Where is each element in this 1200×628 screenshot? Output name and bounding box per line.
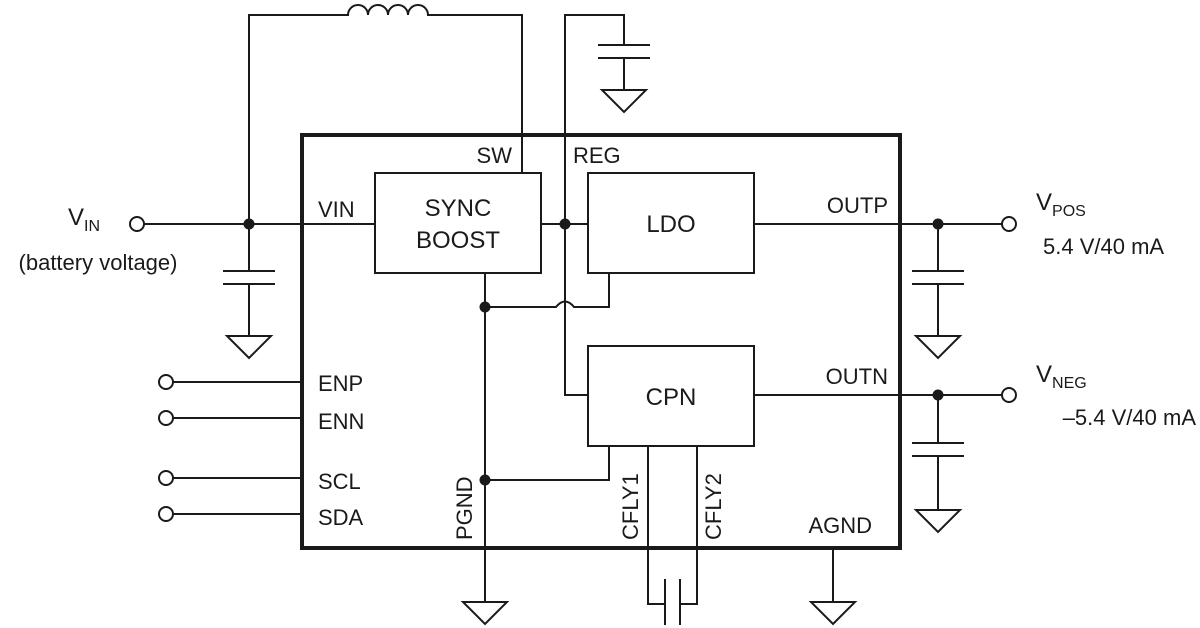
vin-note: (battery voltage) [19,250,178,275]
cpn-label: CPN [646,384,697,411]
inductor-icon [346,4,430,17]
scl-terminal [158,470,174,486]
sw-wire [427,14,523,174]
enn-terminal [158,410,174,426]
vneg-terminal [1001,387,1017,403]
vin-terminal [129,216,145,232]
cfly1-wire [647,445,664,605]
sync-boost-block [374,172,542,274]
ldo-block [587,172,755,274]
reg-cpn-wire [564,223,589,396]
ground-icon [224,335,274,360]
sda-terminal [158,506,174,522]
pin-sw-label: SW [477,143,513,168]
sync-boost-label-2: BOOST [416,227,500,254]
cfly2-wire [681,445,698,605]
ldo-gnd-wire [484,272,610,308]
pin-cfly2-label: CFLY2 [701,473,726,540]
pin-reg-label: REG [573,143,621,168]
pin-vin-label: VIN [318,197,355,222]
ground-icon [913,509,963,534]
pin-pgnd-label: PGND [452,476,477,540]
ground-icon [808,601,858,626]
ground-icon [460,601,510,626]
enp-terminal [158,374,174,390]
ground-icon [599,89,649,114]
inductor-wire [248,14,349,225]
vpos-rating: 5.4 V/40 mA [1043,234,1164,259]
cpn-block [587,345,755,447]
pin-agnd-label: AGND [808,513,872,538]
ground-icon [913,335,963,360]
vneg-rating: –5.4 V/40 mA [1063,405,1197,430]
vin-net-label: VIN [68,204,100,235]
ic-package [300,133,902,550]
vneg-net-label: VNEG [1036,361,1087,392]
sync-boost-label-1: SYNC [425,195,492,222]
reg-cap-wire [564,14,625,225]
pin-enn-label: ENN [318,409,364,434]
vpos-terminal [1001,216,1017,232]
pin-outp-label: OUTP [827,193,888,218]
cpn-gnd-wire [484,445,610,481]
pin-scl-label: SCL [318,469,361,494]
pin-cfly1-label: CFLY1 [618,473,643,540]
pin-enp-label: ENP [318,371,363,396]
ldo-label: LDO [646,211,695,238]
vpos-net-label: VPOS [1036,189,1086,220]
pin-sda-label: SDA [318,505,364,530]
pin-outn-label: OUTN [826,364,888,389]
